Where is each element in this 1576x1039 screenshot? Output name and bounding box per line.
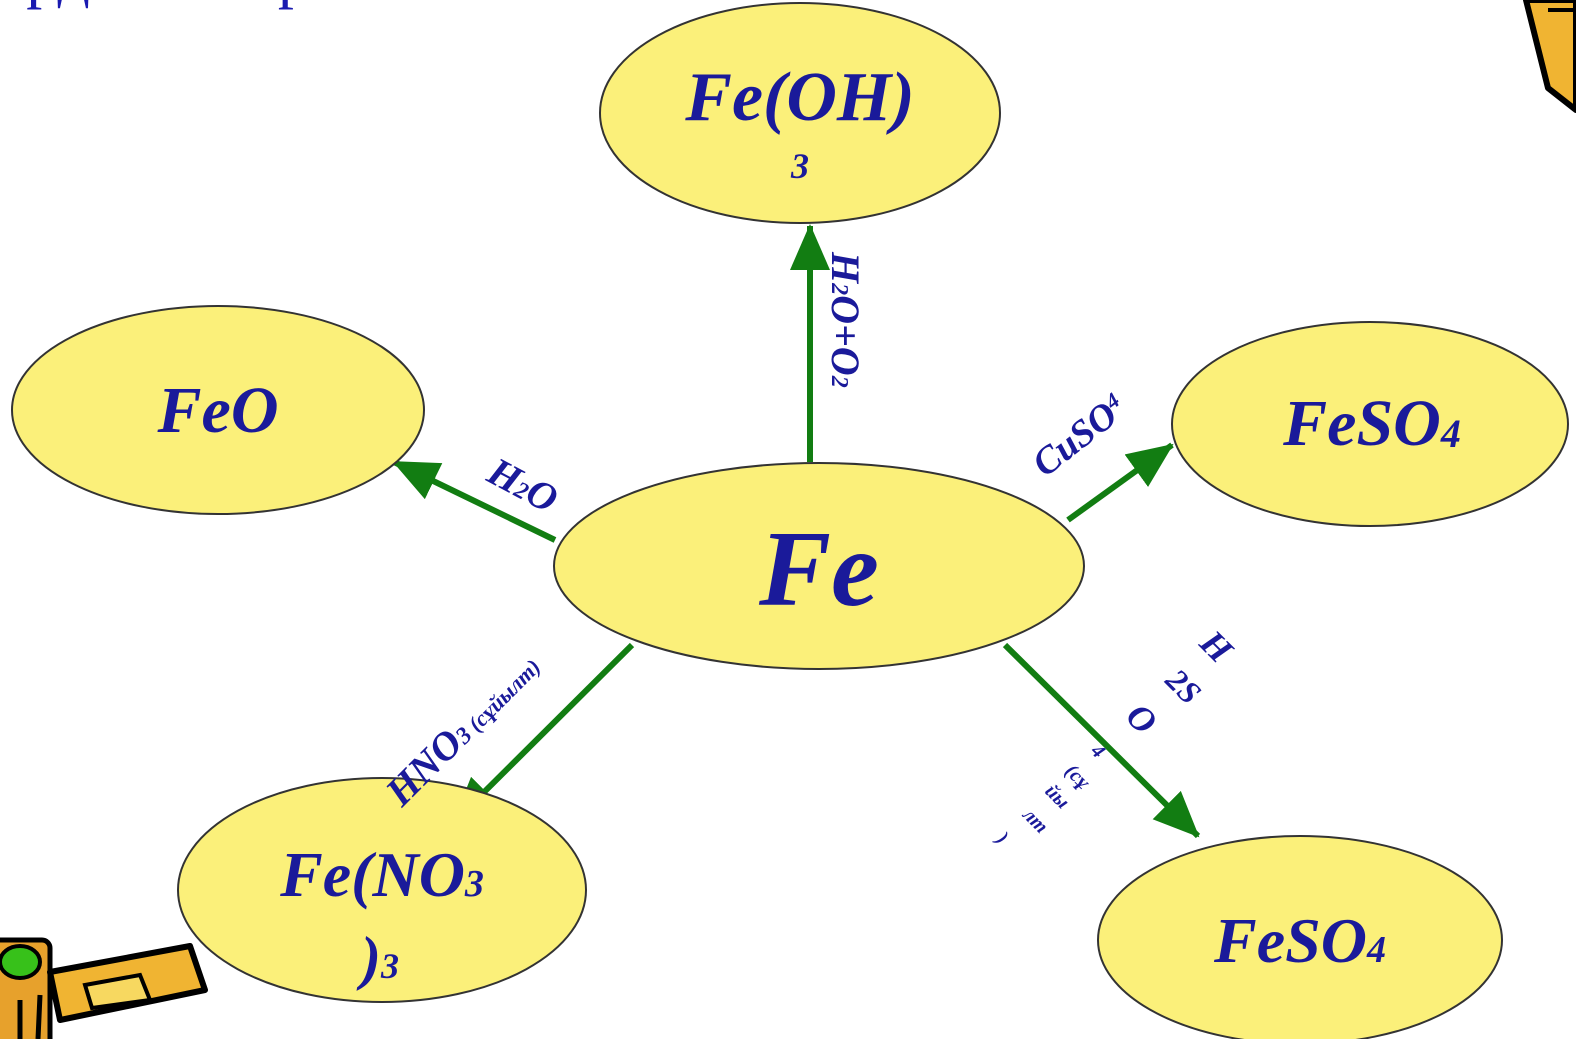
node-fe-no3-label: Fe(NO bbox=[279, 839, 465, 910]
reagent-h2so4: H 2S O 4 (сұ йы лт ) bbox=[991, 622, 1241, 849]
node-fe-no3-paren: ) bbox=[356, 925, 381, 991]
pencil-icon bbox=[1523, 0, 1576, 113]
node-fe: Fe bbox=[553, 462, 1085, 670]
reagent-h2so4-part: O bbox=[1118, 695, 1165, 742]
slide-title: ирдан затармен bbox=[0, 0, 412, 12]
node-feso4-right-label: FeSO bbox=[1282, 387, 1441, 460]
node-fe-no3-subscript-2: 3 bbox=[380, 946, 399, 986]
reagent-cuso4: CuSO4 bbox=[1025, 387, 1134, 485]
node-fe-oh3-label: Fe(OH) bbox=[684, 59, 914, 136]
svg-text:FeSO4: FeSO4 bbox=[1213, 905, 1386, 976]
node-fe-oh3: Fe(OH) 3 bbox=[599, 2, 1001, 224]
svg-text:FeSO4: FeSO4 bbox=[1282, 387, 1461, 460]
node-fe-oh3-subscript: 3 bbox=[790, 146, 809, 186]
node-feo-label: FeO bbox=[157, 374, 279, 447]
node-feso4-bottom: FeSO4 bbox=[1097, 835, 1503, 1039]
reagent-h2so4-part: ) bbox=[991, 827, 1013, 849]
arrow-to-feso4-right bbox=[1066, 442, 1174, 523]
reagent-h2o-o2: H2O+O2 bbox=[823, 251, 868, 388]
node-feso4-right: FeSO4 bbox=[1171, 321, 1569, 527]
reagent-h2so4-part: йы bbox=[1040, 780, 1073, 813]
reagent-h2so4-part: 4 bbox=[1086, 739, 1109, 762]
reagent-h2so4-part: лт bbox=[1018, 803, 1053, 838]
node-feso4-bottom-label: FeSO bbox=[1213, 905, 1367, 976]
node-feo: FeO bbox=[11, 305, 425, 515]
node-fe-no3-subscript: 3 bbox=[464, 863, 484, 905]
svg-text:)3: )3 bbox=[356, 925, 399, 991]
node-feso4-bottom-subscript: 4 bbox=[1366, 929, 1386, 971]
arrow-to-feo bbox=[392, 459, 557, 543]
svg-text:Fe(NO3: Fe(NO3 bbox=[279, 839, 484, 910]
arrow-to-feso4-bottom bbox=[1002, 642, 1201, 839]
node-feso4-right-subscript: 4 bbox=[1440, 411, 1461, 456]
pencil-icon bbox=[0, 937, 208, 1039]
reagent-h2so4-part: 2S bbox=[1158, 661, 1208, 711]
reagent-h2so4-part: H bbox=[1192, 622, 1241, 671]
node-fe-no3: Fe(NO3 )3 bbox=[177, 777, 587, 1003]
node-fe-label: Fe bbox=[758, 510, 879, 629]
